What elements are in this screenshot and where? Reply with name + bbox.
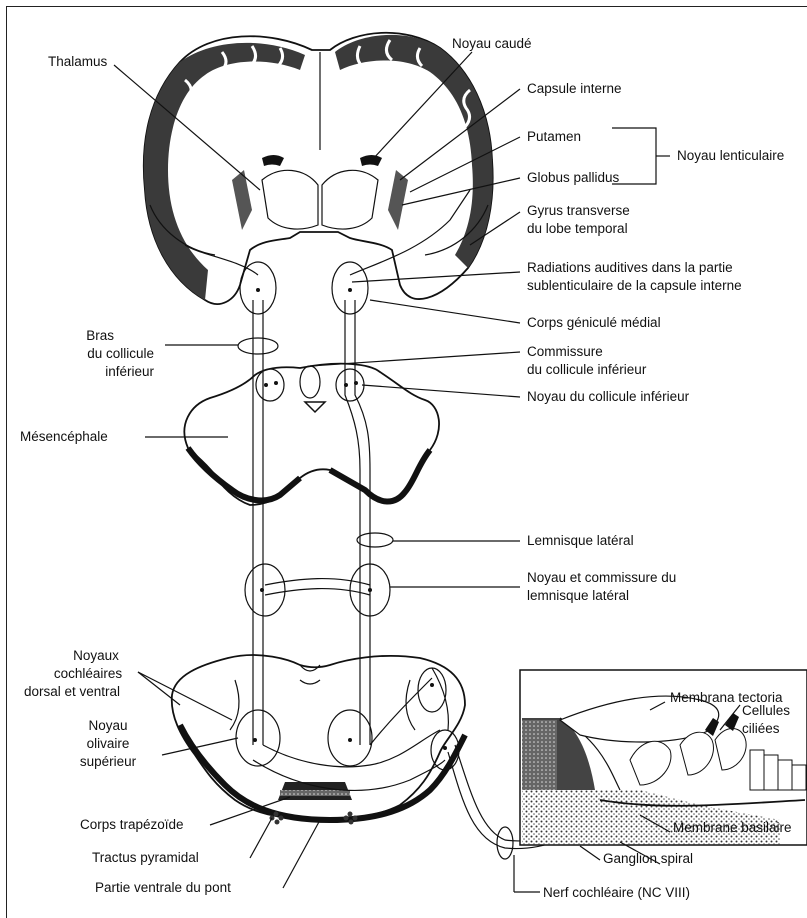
label-olivaire-3: supérieur (80, 754, 137, 769)
label-tractus-pyramidal: Tractus pyramidal (92, 850, 199, 865)
label-gyrus-transverse-2: du lobe temporal (527, 221, 628, 236)
label-noyau-lenticulaire: Noyau lenticulaire (677, 148, 784, 163)
label-cellules-2: ciliées (742, 721, 780, 736)
label-corps-genicule: Corps géniculé médial (527, 315, 661, 330)
label-partie-ventrale: Partie ventrale du pont (95, 880, 231, 895)
label-noyau-collicule: Noyau du collicule inférieur (527, 389, 690, 404)
label-noyaux-cochleaires-1: Noyaux (73, 648, 119, 663)
label-ganglion-spiral: Ganglion spiral (603, 851, 693, 866)
label-globus-pallidus: Globus pallidus (527, 170, 620, 185)
label-olivaire-2: olivaire (87, 736, 130, 751)
label-bras-2: du collicule (87, 346, 154, 361)
label-bras-3: inférieur (105, 364, 154, 379)
label-corps-trapezoide: Corps trapézoïde (80, 817, 184, 832)
brainstem-structures (172, 364, 465, 825)
label-noyaux-cochleaires-3: dorsal et ventral (24, 684, 120, 699)
brain-coronal-section (144, 33, 493, 304)
label-mesencephale: Mésencéphale (20, 429, 108, 444)
label-commissure-2: du collicule inférieur (527, 362, 647, 377)
label-capsule-interne: Capsule interne (527, 81, 622, 96)
label-bras-1: Bras (86, 328, 114, 343)
label-noyau-commissure-2: lemnisque latéral (527, 588, 629, 603)
label-noyaux-cochleaires-2: cochléaires (54, 666, 123, 681)
label-noyau-commissure-1: Noyau et commissure du (527, 570, 676, 585)
label-membrane-basilaire: Membrane basilaire (673, 820, 792, 835)
label-olivaire-1: Noyau (88, 718, 127, 733)
label-cellules-1: Cellules (742, 703, 790, 718)
label-radiations-1: Radiations auditives dans la partie (527, 260, 733, 275)
label-lemnisque-lateral: Lemnisque latéral (527, 533, 634, 548)
label-thalamus: Thalamus (48, 54, 108, 69)
label-gyrus-transverse-1: Gyrus transverse (527, 203, 630, 218)
label-commissure-1: Commissure (527, 344, 603, 359)
label-radiations-2: sublenticulaire de la capsule interne (527, 278, 742, 293)
label-nerf-cochleaire: Nerf cochléaire (NC VIII) (543, 885, 690, 900)
label-noyau-caude: Noyau caudé (452, 36, 532, 51)
label-putamen: Putamen (527, 129, 581, 144)
